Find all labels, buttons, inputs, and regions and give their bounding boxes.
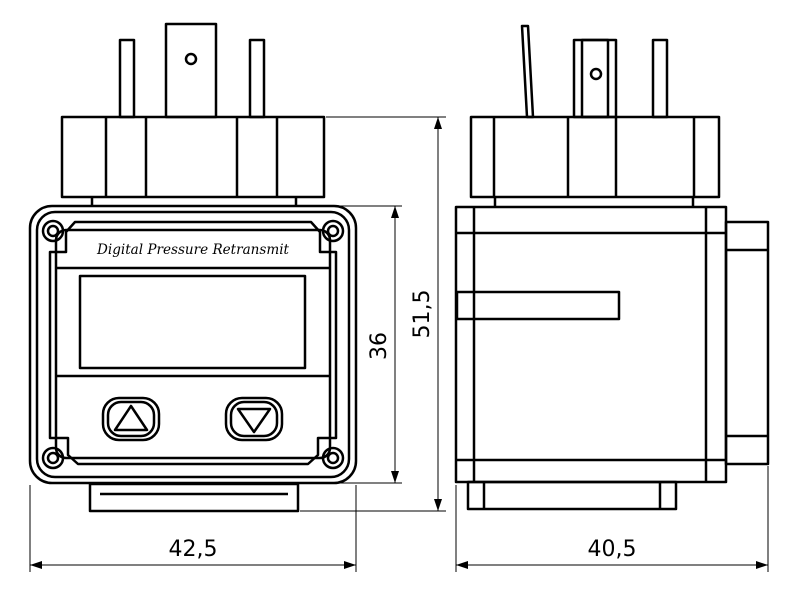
triangle-down-icon — [236, 407, 272, 434]
corner-screws — [41, 219, 345, 470]
side-connector-pins — [520, 24, 669, 119]
lcd-display — [78, 274, 307, 370]
dimension-width-side — [455, 466, 769, 572]
front-connector-block — [60, 115, 326, 207]
dimension-height-total — [300, 116, 446, 512]
up-button[interactable] — [101, 396, 161, 442]
dimension-text-width-side: 40,5 — [588, 537, 637, 562]
front-view — [28, 22, 358, 513]
down-button[interactable] — [224, 396, 284, 442]
front-bottom-fitting — [88, 482, 300, 513]
dimension-text-width-front: 42,5 — [169, 537, 218, 562]
dimension-text-height-body: 36 — [367, 332, 392, 360]
side-housing — [454, 205, 728, 484]
dimension-text-height-total: 51,5 — [410, 290, 435, 339]
side-bottom-fitting — [466, 480, 678, 511]
dimension-height-body — [300, 205, 402, 484]
device-label: Digital Pressure Retransmit — [96, 242, 289, 258]
side-connector-block — [469, 115, 721, 207]
side-back-flange — [724, 220, 770, 466]
dimension-arrows — [30, 117, 768, 569]
dimension-width-front — [29, 485, 357, 572]
triangle-up-icon — [113, 404, 149, 432]
front-housing — [28, 204, 358, 485]
front-connector-pins — [118, 22, 266, 119]
side-view — [454, 24, 770, 511]
